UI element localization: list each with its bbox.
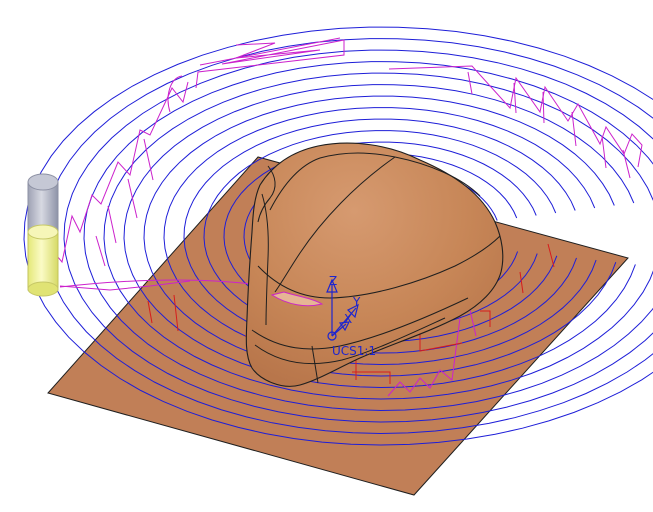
- lead-move[interactable]: [419, 327, 463, 352]
- link-move[interactable]: [542, 91, 545, 124]
- ucs-triad-icon[interactable]: Z Y X UCS1:1: [326, 274, 376, 358]
- part-highlight: [270, 291, 324, 307]
- link-move[interactable]: [107, 205, 117, 244]
- link-move[interactable]: [127, 178, 138, 219]
- link-move[interactable]: [467, 71, 473, 95]
- link-move[interactable]: [143, 138, 154, 181]
- cut-ring[interactable]: [143, 95, 617, 377]
- lead-move[interactable]: [547, 243, 555, 268]
- link-move[interactable]: [571, 111, 577, 147]
- part-vertical-edge: [311, 345, 319, 384]
- machined-part[interactable]: [245, 142, 504, 387]
- part-crease-line: [274, 156, 396, 293]
- ucs-y-label: Y: [352, 295, 361, 309]
- link-move[interactable]: [95, 235, 106, 267]
- link-move[interactable]: [513, 82, 517, 114]
- ucs-x-label: X: [344, 312, 352, 326]
- ucs-x-axis: [331, 323, 347, 337]
- link-move[interactable]: [195, 39, 345, 89]
- part-lower-rim: [251, 297, 469, 350]
- cut-ring[interactable]: [163, 107, 597, 366]
- part-lower-rim-inner: [254, 317, 446, 365]
- cut-ring[interactable]: [203, 130, 558, 343]
- link-move[interactable]: [388, 65, 643, 168]
- cutting-tool-icon[interactable]: [27, 173, 59, 297]
- ucs-z-label: Z: [329, 274, 337, 288]
- link-move[interactable]: [167, 75, 183, 113]
- link-move[interactable]: [601, 135, 607, 169]
- lead-move[interactable]: [519, 271, 524, 294]
- part-body: [245, 142, 504, 387]
- cut-ring[interactable]: [23, 26, 653, 446]
- link-move[interactable]: [199, 37, 341, 66]
- link-move[interactable]: [59, 280, 191, 291]
- cut-ring[interactable]: [63, 49, 653, 423]
- cut-ring[interactable]: [123, 84, 636, 389]
- ucs-name-label: UCS1:1: [332, 344, 376, 358]
- link-move[interactable]: [622, 149, 631, 179]
- lead-move[interactable]: [352, 371, 391, 384]
- lead-move[interactable]: [480, 310, 491, 327]
- part-left-bevel: [261, 193, 269, 326]
- lead-move[interactable]: [173, 294, 179, 332]
- link-move[interactable]: [469, 309, 477, 337]
- part-top-edge: [269, 152, 481, 211]
- cut-ring[interactable]: [103, 72, 653, 400]
- link-move[interactable]: [387, 317, 461, 397]
- part-front-edge: [257, 235, 501, 299]
- cut-ring[interactable]: [83, 61, 653, 412]
- lead-move[interactable]: [147, 300, 153, 324]
- part-left-detail: [257, 165, 276, 223]
